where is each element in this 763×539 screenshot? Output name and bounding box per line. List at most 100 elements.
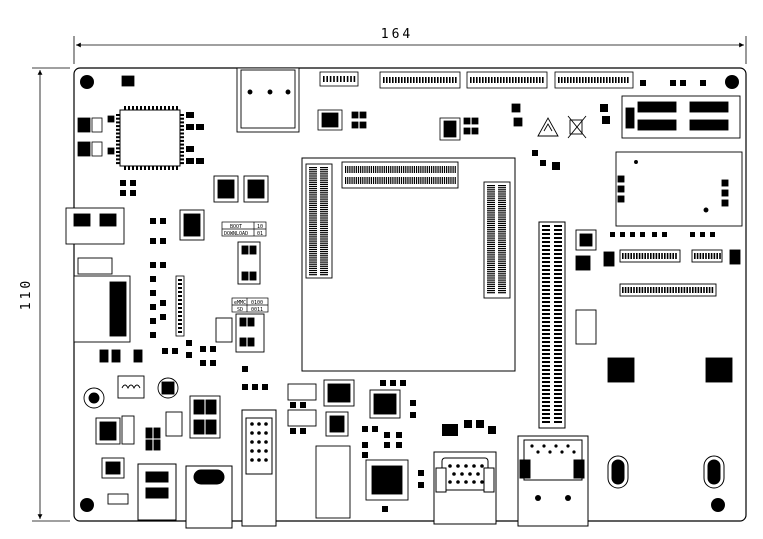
header-pin <box>542 325 550 327</box>
som-pin <box>320 257 328 259</box>
passive <box>620 232 625 237</box>
header-pin <box>178 331 182 333</box>
header-pin <box>554 345 562 347</box>
som-pin <box>487 292 495 294</box>
ffc-pin <box>449 77 451 83</box>
recycle-crossed-bin-symbol <box>567 115 587 139</box>
header-pin <box>554 325 562 327</box>
right-long-pin-header-pins <box>542 225 562 423</box>
som-pin <box>368 177 370 184</box>
esd-warning-symbol <box>537 117 559 137</box>
som-pin <box>394 166 396 173</box>
som-pin <box>309 198 317 200</box>
qfp-pin <box>160 166 162 170</box>
som-pin <box>320 200 328 202</box>
ffc-pin <box>582 77 584 83</box>
header-pin <box>542 305 550 307</box>
vga-connector-left <box>241 409 277 527</box>
passive <box>210 360 216 366</box>
passive <box>150 276 156 282</box>
header-pin <box>554 229 562 231</box>
strip-pin <box>672 287 674 293</box>
header-pin <box>542 241 550 243</box>
qfp-pin <box>180 147 184 150</box>
som-pin <box>320 194 328 196</box>
eth-pin <box>554 444 558 448</box>
header-pin <box>554 421 562 423</box>
som-pin <box>405 177 407 184</box>
som-pin <box>498 214 506 216</box>
som-pin <box>309 272 317 274</box>
som-pin <box>355 166 357 173</box>
ffc-pin <box>350 76 352 82</box>
passive <box>362 426 368 432</box>
som-pin <box>353 177 355 184</box>
som-pin <box>487 258 495 260</box>
som-pin <box>435 166 437 173</box>
header-pin <box>542 277 550 279</box>
passive <box>130 180 136 186</box>
qfp-processor-pins <box>116 106 184 170</box>
som-pin <box>370 177 372 184</box>
som-pin <box>320 230 328 232</box>
som-pin <box>320 274 328 276</box>
som-pin <box>345 166 347 173</box>
som-pin <box>320 173 328 175</box>
boot-table-row2-value: 01 <box>257 231 263 237</box>
qfp-pin <box>136 166 138 170</box>
strip-pin <box>652 253 655 259</box>
som-pin <box>349 166 351 173</box>
som-pin <box>320 263 328 265</box>
header-pin <box>542 361 550 363</box>
ffc-pin <box>343 76 345 82</box>
header-pin <box>554 257 562 259</box>
som-pin <box>309 223 317 225</box>
left-mid-components <box>65 207 205 343</box>
qfp-pin <box>116 162 120 165</box>
som-pin <box>407 166 409 173</box>
som-pin <box>388 166 390 173</box>
ffc-pin <box>488 77 490 83</box>
qfp-pin <box>128 106 130 110</box>
ffc-pin <box>404 77 406 83</box>
som-pin <box>353 166 355 173</box>
header-pin <box>542 373 550 375</box>
som-pin <box>487 290 495 292</box>
passive <box>186 352 192 358</box>
vga-pin <box>257 440 261 444</box>
header-pin <box>554 353 562 355</box>
header-pin <box>554 265 562 267</box>
header-pin <box>554 309 562 311</box>
som-pin <box>487 212 495 214</box>
strip-pin <box>627 253 630 259</box>
strip-pin <box>692 287 694 293</box>
som-pin <box>498 243 506 245</box>
header-pin <box>178 303 182 305</box>
qfp-pin <box>180 143 184 146</box>
vga-pin <box>264 458 268 462</box>
som-pin <box>309 206 317 209</box>
qfp-pin <box>156 106 158 110</box>
vga-pin <box>257 449 261 453</box>
som-pin <box>320 177 328 179</box>
header-pin <box>178 327 182 329</box>
som-pin <box>431 166 433 173</box>
som-pin <box>309 177 317 179</box>
passive <box>362 452 368 458</box>
header-pin <box>554 389 562 391</box>
strip-pin <box>696 253 699 259</box>
bottom-vga-flange <box>435 467 495 493</box>
som-pin <box>498 220 506 222</box>
som-pin <box>498 233 506 235</box>
som-pin <box>441 177 443 184</box>
som-pin <box>415 166 418 173</box>
som-pin <box>498 224 506 227</box>
som-pin <box>320 196 328 198</box>
bottom-right-usb-slots <box>607 455 725 489</box>
qfp-pin <box>180 132 184 135</box>
strip-pin <box>697 287 700 293</box>
header-pin <box>554 369 562 371</box>
strip-pin <box>694 253 696 259</box>
ffc-pin <box>386 77 388 83</box>
strip-pin <box>622 287 624 293</box>
